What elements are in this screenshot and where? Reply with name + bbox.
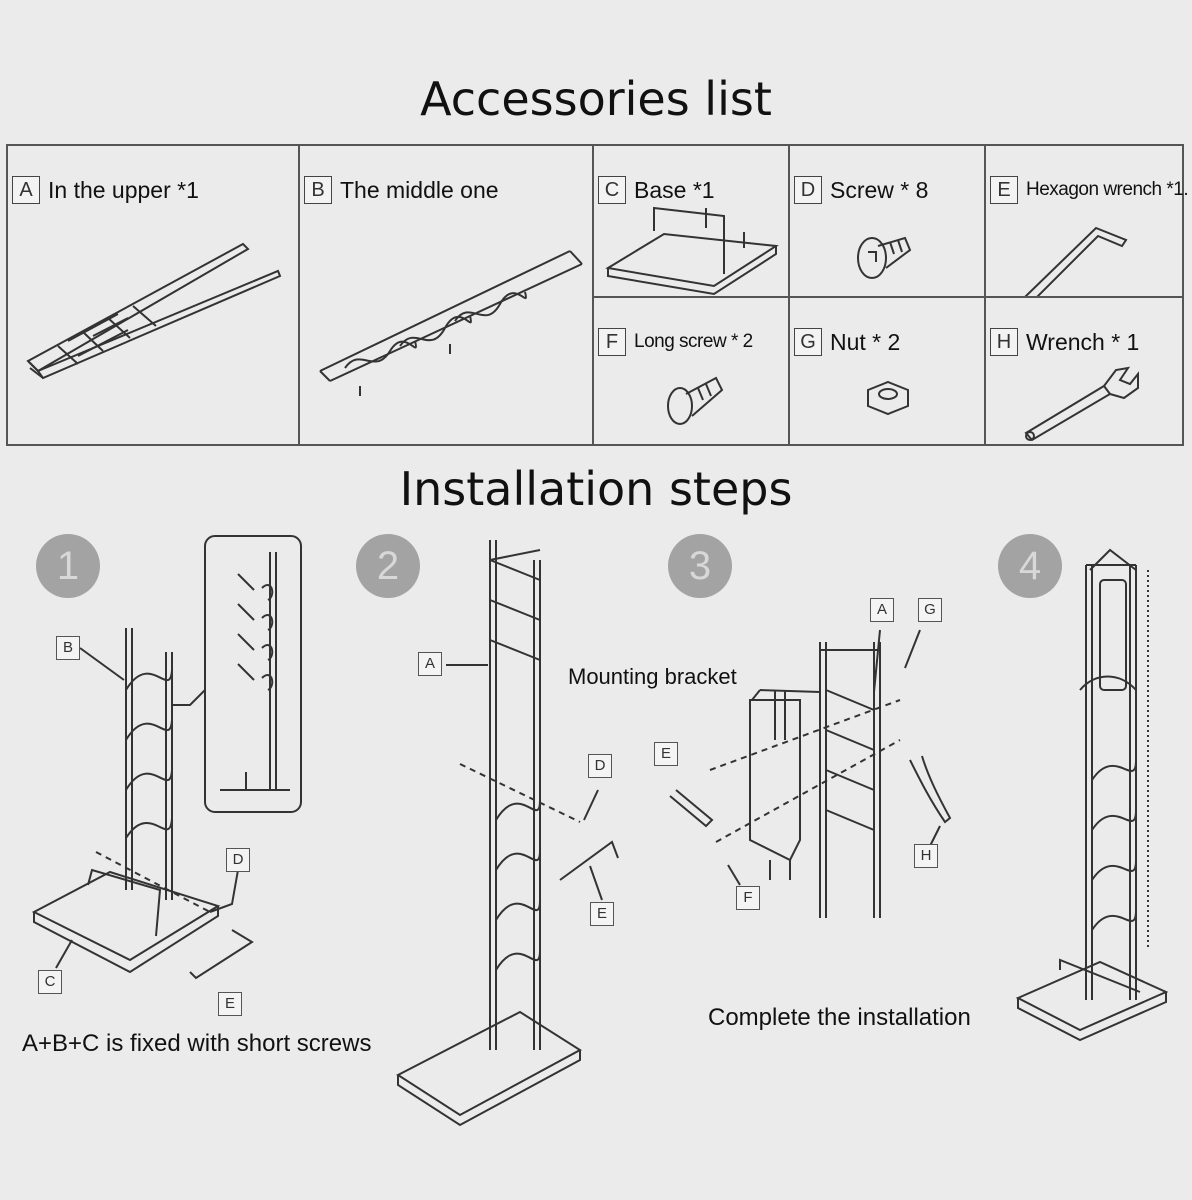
- mounting-bracket-annotation: Mounting bracket: [568, 664, 737, 689]
- upper-frame-drawing: [26, 242, 282, 380]
- step-3-tag-e: E: [654, 742, 678, 766]
- step-4-caption: Complete the installation: [708, 1004, 971, 1031]
- accessory-b-letter: B: [304, 176, 332, 204]
- accessory-f-cell: F Long screw * 2: [594, 298, 790, 444]
- accessory-c-cell: C Base *1: [594, 146, 790, 298]
- installation-steps-title: Installation steps: [399, 462, 793, 516]
- step-1-tag-c: C: [38, 970, 62, 994]
- step-2-number: 2: [356, 534, 420, 598]
- wrench-icon: [1024, 366, 1139, 442]
- step-1-tag-d: D: [226, 848, 250, 872]
- step-3-tag-g: G: [918, 598, 942, 622]
- accessories-grid: A In the upper *1 B The middle one: [6, 144, 1189, 446]
- step-1-detail-callout: [204, 535, 302, 813]
- accessory-e-letter: E: [990, 176, 1018, 204]
- step-1-tag-e: E: [218, 992, 242, 1016]
- accessory-g-label: Nut * 2: [830, 328, 901, 355]
- accessory-e-label: Hexagon wrench *1.: [1026, 179, 1189, 200]
- accessory-c-letter: C: [598, 176, 626, 204]
- accessory-a-letter: A: [12, 176, 40, 204]
- accessory-h-cell: H Wrench * 1: [986, 298, 1184, 444]
- accessory-c-label: Base *1: [634, 176, 715, 203]
- step-3-tag-a: A: [870, 598, 894, 622]
- step-3-tag-f: F: [736, 886, 760, 910]
- accessory-d-label: Screw * 8: [830, 176, 929, 203]
- accessory-a-cell: A In the upper *1: [8, 146, 300, 444]
- step-1-number: 1: [36, 534, 100, 598]
- base-plate-drawing: [605, 206, 779, 296]
- accessory-g-cell: G Nut * 2: [790, 298, 986, 444]
- accessory-d-letter: D: [794, 176, 822, 204]
- accessory-f-label: Long screw * 2: [634, 331, 753, 352]
- accessory-a-label: In the upper *1: [48, 176, 199, 203]
- step-3-number: 3: [668, 534, 732, 598]
- step-4-number: 4: [998, 534, 1062, 598]
- step-3-tag-h: H: [914, 844, 938, 868]
- accessory-b-cell: B The middle one: [300, 146, 594, 444]
- screw-icon: [857, 236, 912, 279]
- step-1-caption: A+B+C is fixed with short screws: [22, 1030, 372, 1057]
- step-2-tag-d: D: [588, 754, 612, 778]
- nut-icon: [867, 380, 909, 416]
- accessory-b-label: The middle one: [340, 176, 499, 203]
- long-screw-icon: [667, 376, 724, 425]
- accessory-e-cell: E Hexagon wrench *1.: [986, 146, 1189, 298]
- accessory-d-cell: D Screw * 8: [790, 146, 986, 298]
- accessory-h-letter: H: [990, 328, 1018, 356]
- middle-frame-drawing: [319, 250, 583, 396]
- accessory-f-letter: F: [598, 328, 626, 356]
- accessory-g-letter: G: [794, 328, 822, 356]
- step-2-tag-a: A: [418, 652, 442, 676]
- accessory-h-label: Wrench * 1: [1026, 328, 1140, 355]
- step-1-tag-b: B: [56, 636, 80, 660]
- hexagon-wrench-icon: [1024, 226, 1128, 296]
- step-2-tag-e: E: [590, 902, 614, 926]
- accessories-title: Accessories list: [420, 72, 772, 126]
